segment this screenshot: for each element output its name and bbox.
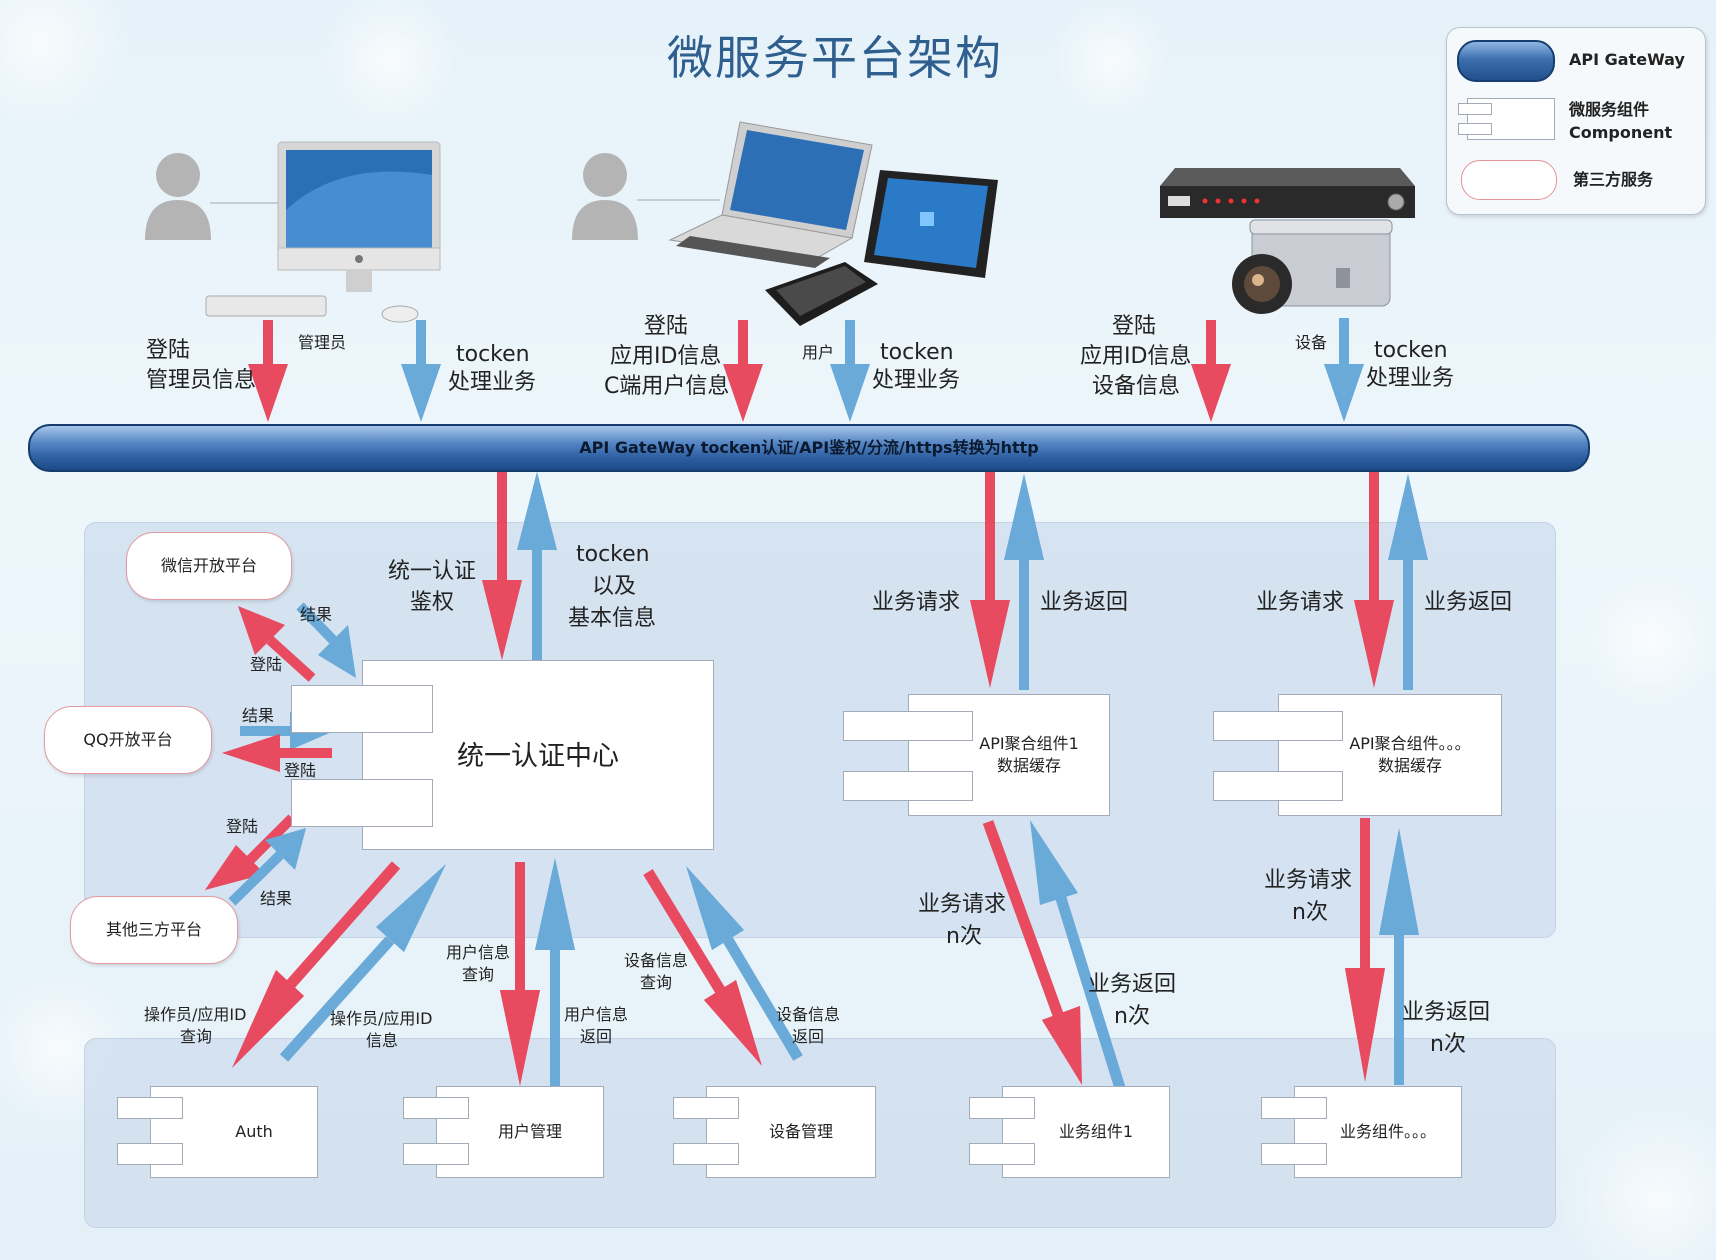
device-return-label-1: 设备信息	[776, 1005, 841, 1024]
user-login-label-2: 应用ID信息	[610, 344, 722, 369]
user-return-label-2: 返回	[580, 1027, 613, 1046]
aggregate-2-label-1: API聚合组件。。。	[1349, 734, 1471, 753]
aggregate-1-label-1: API聚合组件1	[979, 734, 1079, 753]
auth-out-label-2: 以及	[592, 574, 637, 599]
dvr-recorder-icon	[1160, 168, 1415, 218]
aggregate-1-label-2: 数据缓存	[996, 756, 1061, 775]
auth-out-label-1: tocken	[576, 542, 650, 567]
aggregate-2-n-return-label-1: 业务返回	[1402, 1000, 1491, 1025]
legend-component-swatch	[1458, 98, 1555, 140]
aggregate-1-request-label: 业务请求	[872, 590, 961, 615]
admin-role-label: 管理员	[298, 333, 347, 352]
auth-query-label-2: 查询	[180, 1027, 213, 1046]
user-return-label-1: 用户信息	[564, 1005, 629, 1024]
third-party-wechat: 微信开放平台	[126, 532, 292, 600]
laptop-icon	[668, 121, 873, 268]
user-login-label-3: C端用户信息	[604, 374, 730, 399]
legend-component-label-2: Component	[1569, 123, 1673, 142]
auth-info-label-1: 操作员/应用ID	[330, 1009, 433, 1028]
user-token-label-1: tocken	[880, 340, 954, 365]
service-business-n-label: 业务组件。。。	[1339, 1122, 1436, 1141]
service-device-management: 设备管理	[673, 1086, 876, 1178]
service-business-n: 业务组件。。。	[1261, 1086, 1462, 1178]
device-token-label-1: tocken	[1374, 338, 1448, 363]
service-business-1: 业务组件1	[969, 1086, 1170, 1178]
user-login-label-1: 登陆	[644, 314, 689, 339]
aggregate-2-request-label: 业务请求	[1256, 590, 1345, 615]
legend-third-party-swatch	[1461, 160, 1557, 200]
auth-info-label-2: 信息	[366, 1031, 399, 1050]
legend-component-label-1: 微服务组件	[1569, 100, 1650, 119]
admin-token-label-2: 处理业务	[448, 370, 537, 395]
desktop-computer-icon	[205, 141, 441, 323]
device-return-label-2: 返回	[792, 1027, 825, 1046]
tablet-icon	[864, 170, 998, 278]
aggregate-1-return-label: 业务返回	[1040, 590, 1129, 615]
auth-in-label-1: 统一认证	[388, 559, 477, 584]
third-party-other: 其他三方平台	[70, 896, 238, 964]
api-gateway-bar: API GateWay tocken认证/API鉴权/分流/https转换为ht…	[28, 424, 1590, 472]
admin-login-label-1: 登陆	[146, 338, 191, 363]
device-login-label-1: 登陆	[1112, 314, 1157, 339]
auth-center-label: 统一认证中心	[457, 741, 619, 772]
arrow-admin-login	[248, 320, 288, 422]
wechat-result-label: 结果	[300, 605, 333, 624]
aggregate-2-n-request-label-2: n次	[1292, 900, 1328, 925]
qq-login-label: 登陆	[284, 761, 317, 780]
user-token-label-2: 处理业务	[872, 368, 961, 393]
device-login-label-2: 应用ID信息	[1080, 344, 1192, 369]
user-query-label-1: 用户信息	[446, 943, 511, 962]
arrow-admin-token	[401, 320, 441, 422]
admin-token-label-1: tocken	[456, 342, 530, 367]
arrow-device-token	[1324, 318, 1364, 422]
qq-result-label: 结果	[242, 706, 275, 725]
service-device-management-label: 设备管理	[768, 1122, 833, 1141]
arrow-user-login	[723, 320, 763, 422]
auth-out-label-3: 基本信息	[568, 606, 657, 631]
client-devices	[145, 121, 1415, 326]
service-auth-label: Auth	[235, 1122, 273, 1141]
aggregate-1-n-return-label-1: 业务返回	[1088, 972, 1177, 997]
smartphone-icon	[765, 262, 878, 326]
aggregate-2-return-label: 业务返回	[1424, 590, 1513, 615]
user-person-icon	[572, 153, 720, 240]
device-query-label-1: 设备信息	[624, 951, 689, 970]
aggregate-component-2: API聚合组件。。。 数据缓存	[1213, 694, 1502, 816]
aggregate-1-n-request-label-1: 业务请求	[918, 892, 1007, 917]
user-role-label: 用户	[802, 343, 835, 362]
service-business-1-label: 业务组件1	[1058, 1122, 1134, 1141]
arrow-user-token	[830, 320, 870, 422]
device-query-label-2: 查询	[640, 973, 673, 992]
aggregate-1-n-return-label-2: n次	[1114, 1004, 1150, 1029]
legend-gateway-swatch	[1457, 40, 1555, 82]
user-query-label-2: 查询	[462, 965, 495, 984]
device-role-label: 设备	[1295, 333, 1328, 352]
unified-auth-center: 统一认证中心	[291, 660, 714, 850]
legend-third-party-label: 第三方服务	[1573, 170, 1654, 189]
page-title: 微服务平台架构	[667, 31, 1003, 85]
arrow-device-login	[1191, 320, 1231, 422]
aggregate-2-label-2: 数据缓存	[1377, 756, 1442, 775]
wechat-login-label: 登陆	[250, 655, 283, 674]
other-login-label: 登陆	[226, 817, 259, 836]
aggregate-2-n-request-label-1: 业务请求	[1264, 868, 1353, 893]
ip-camera-icon	[1232, 219, 1393, 314]
aggregate-component-1: API聚合组件1 数据缓存	[843, 694, 1110, 816]
device-login-label-3: 设备信息	[1092, 374, 1181, 399]
third-party-qq: QQ开放平台	[44, 706, 212, 774]
device-token-label-2: 处理业务	[1366, 366, 1455, 391]
auth-in-label-2: 鉴权	[410, 590, 455, 615]
service-auth: Auth	[117, 1086, 318, 1178]
legend: API GateWay 微服务组件 Component 第三方服务	[1446, 27, 1706, 215]
service-user-management: 用户管理	[403, 1086, 604, 1178]
legend-gateway-label: API GateWay	[1569, 50, 1685, 69]
other-result-label: 结果	[260, 889, 293, 908]
auth-query-label-1: 操作员/应用ID	[144, 1005, 247, 1024]
admin-login-label-2: 管理员信息	[146, 368, 257, 393]
service-user-management-label: 用户管理	[497, 1122, 562, 1141]
admin-person-icon	[145, 153, 280, 240]
aggregate-2-n-return-label-2: n次	[1430, 1032, 1466, 1057]
aggregate-1-n-request-label-2: n次	[946, 924, 982, 949]
